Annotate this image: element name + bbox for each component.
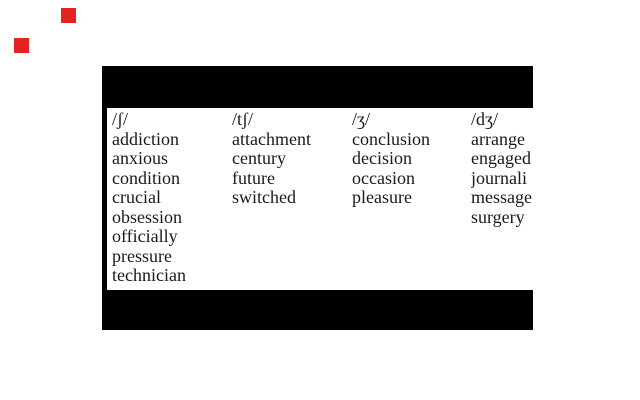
word-item: occasion [352,168,415,188]
top-redaction-bar [107,66,533,108]
bottom-redaction-bar [107,290,533,330]
red-marker-square-left [14,38,29,53]
word-item: engaged [471,149,531,168]
word-item: crucial [112,188,161,207]
word-item: condition [112,168,180,188]
left-border-line [102,66,107,330]
word-item: pleasure [352,188,412,207]
word-item: conclusion [352,129,430,149]
word-item: pressure [112,246,172,266]
word-item: message [471,188,532,207]
word-item: addiction [112,129,179,149]
word-item: journali [471,168,527,188]
word-item: anxious [112,149,168,168]
word-item: technician [112,266,186,285]
phoneme-symbol: /ʒ/ [352,110,370,129]
word-item: decision [352,149,412,168]
phoneme-symbol: /ʃ/ [112,110,128,129]
word-item: obsession [112,207,183,227]
phoneme-symbol: /dʒ/ [471,110,498,129]
word-item: surgery [471,207,525,227]
word-item: future [232,168,275,188]
word-item: attachment [232,129,311,149]
phoneme-symbol: /tʃ/ [232,110,253,129]
word-item: switched [232,188,296,207]
word-item: century [232,149,286,168]
word-item: arrange [471,129,525,149]
word-item: officially [112,227,178,246]
red-marker-square-top [61,8,76,23]
